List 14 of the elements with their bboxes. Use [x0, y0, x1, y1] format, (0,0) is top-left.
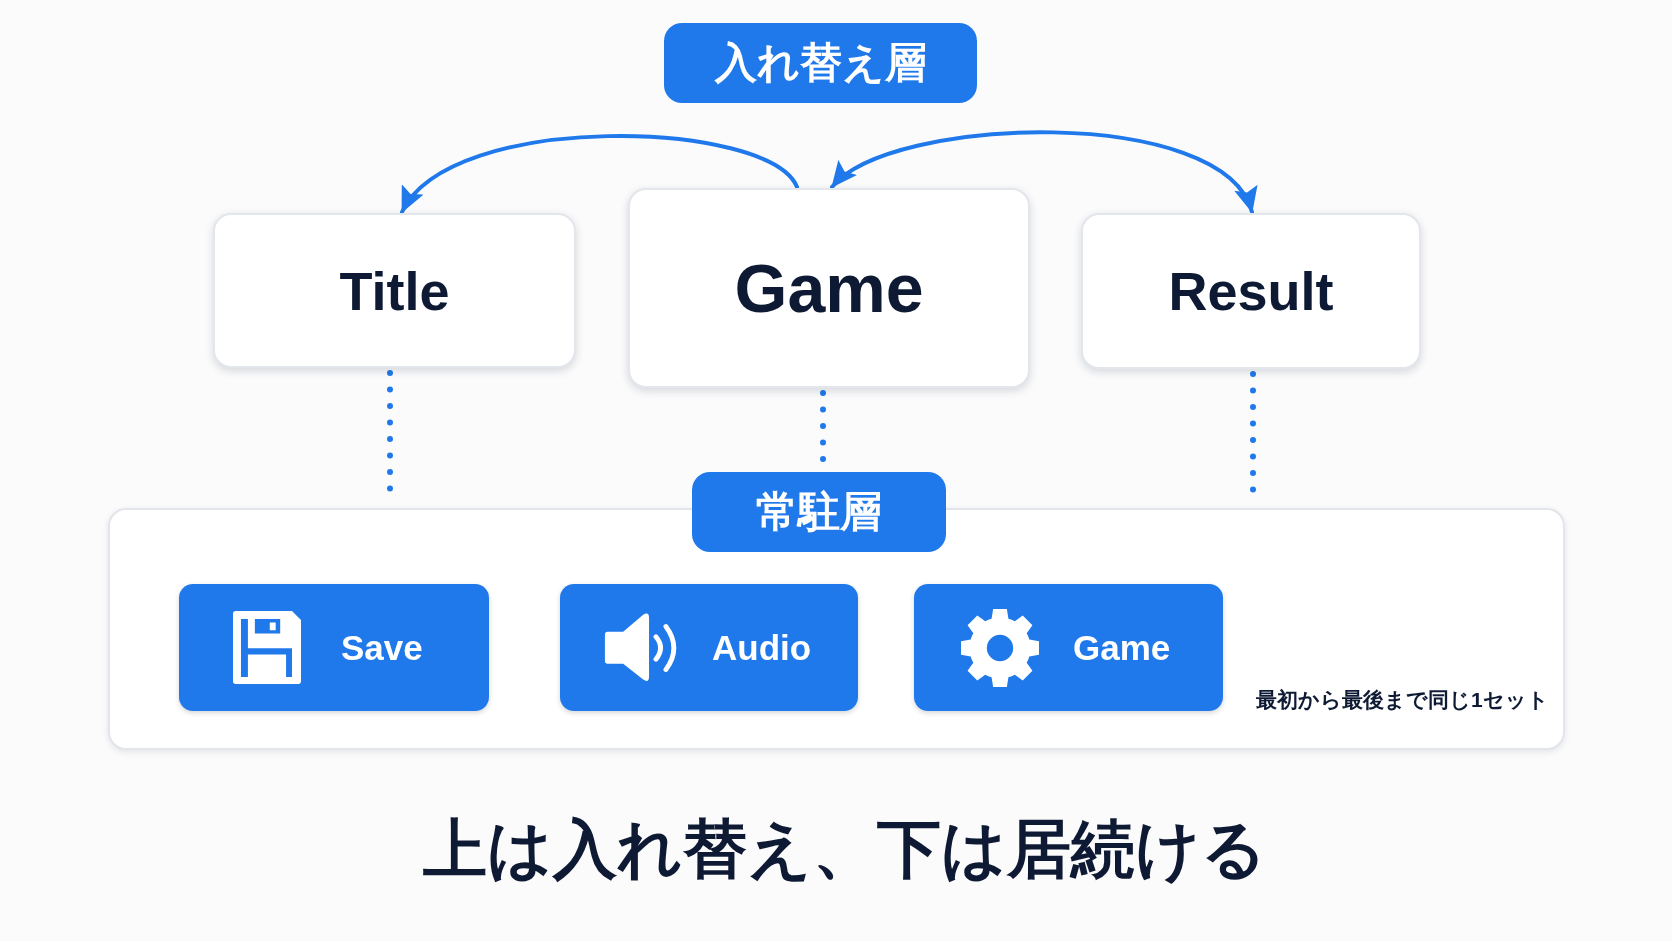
module-box [914, 584, 1223, 711]
module-box [179, 584, 489, 711]
layer-badge: 入れ替え層 [664, 23, 977, 103]
module-label: Audio [712, 627, 812, 668]
module-label: Save [341, 627, 423, 668]
caption: 上は入れ替え、下は居続ける [423, 812, 1267, 887]
layer-badge: 常駐層 [692, 472, 946, 552]
screen-box: Title [213, 213, 576, 368]
module-box [560, 584, 858, 711]
curved-arrow [400, 134, 799, 214]
note-text: 最初から最後まで同じ1セット [1256, 687, 1549, 713]
module-label: Game [1073, 627, 1171, 668]
screen-box: Game [628, 188, 1030, 388]
screen-box: Result [1081, 213, 1421, 369]
